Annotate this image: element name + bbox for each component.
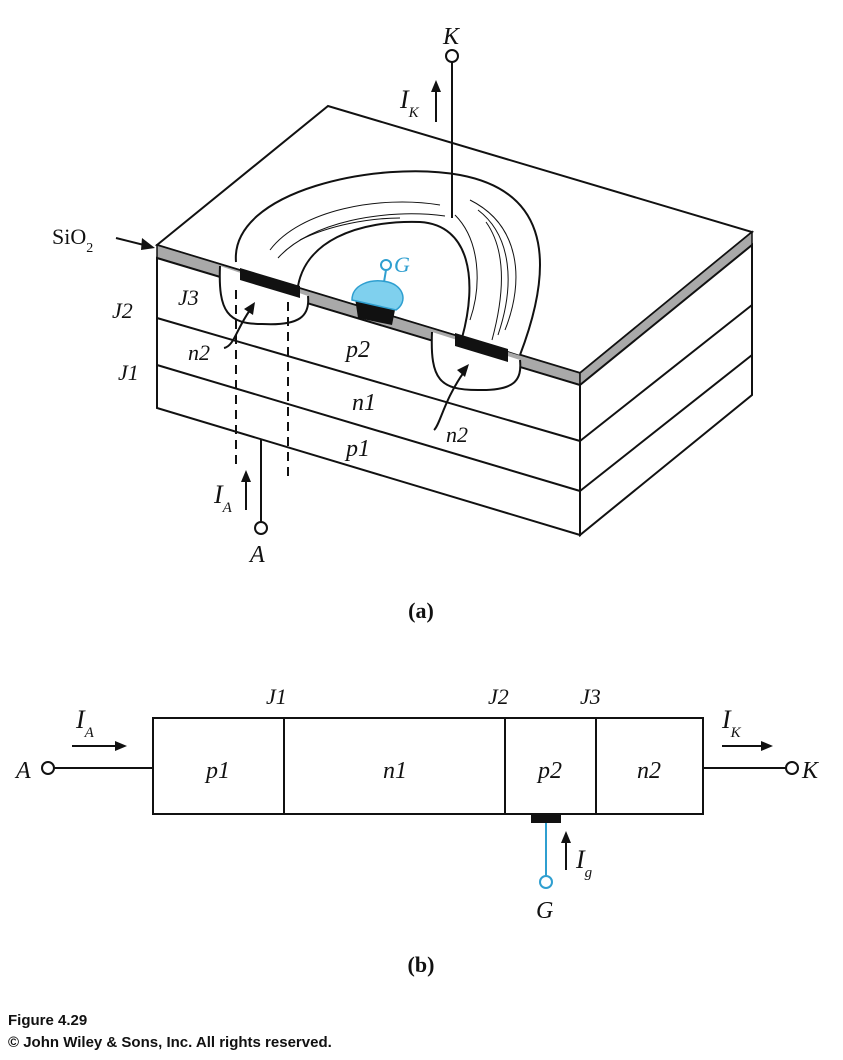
anode-terminal-b [41, 761, 55, 775]
region-n2-left-label: n2 [188, 340, 210, 365]
junction-j2-label: J2 [112, 298, 133, 323]
ia-arrow-head-b [115, 741, 127, 751]
terminal-a-label-b: A [14, 758, 31, 784]
gate-label-b: G [536, 898, 553, 924]
n2-right-pointer-head [457, 364, 469, 377]
block-right-face [579, 242, 753, 538]
cathode-terminal-b [785, 761, 799, 775]
ia-arrow-head [241, 470, 251, 482]
contact-left [240, 268, 300, 298]
figure-a-structure: K IK SiO2 G J3 J2 J1 n2 p2 n1 p1 n2 IA A… [52, 24, 755, 623]
n2-right-pocket [430, 331, 522, 392]
junction-j2-label-b: J2 [488, 684, 509, 709]
device-bar [152, 717, 704, 815]
terminal-k-label: K [442, 24, 461, 50]
side-layer-line-1 [579, 304, 753, 442]
n2-left-pointer-head [244, 302, 255, 315]
ig-arrow-head-b [561, 831, 571, 843]
current-ia-label-b: IA [75, 705, 95, 741]
gate-contact-b [531, 814, 561, 823]
region-p1-label: p1 [344, 436, 370, 462]
region-n2-right-label: n2 [446, 422, 468, 447]
gate-terminal-b [539, 875, 553, 889]
metal-hatching [269, 199, 517, 341]
region-n1-label-b: n1 [383, 758, 407, 784]
terminal-k-label-b: K [801, 758, 820, 784]
gate-terminal-circle [380, 259, 392, 271]
region-p1-label-b: p1 [204, 758, 230, 784]
terminal-a-label: A [248, 542, 265, 568]
contact-right [455, 333, 508, 362]
current-ig-label-b: Ig [575, 845, 593, 881]
contact-center [355, 298, 395, 325]
figure-b-schematic: A IA J1 J2 J3 p1 n1 p2 n2 IK K Ig G (b) [14, 684, 820, 977]
copyright-notice: © John Wiley & Sons, Inc. All rights res… [8, 1034, 332, 1051]
figure-b-caption: (b) [408, 952, 435, 977]
junction-j1-label-b: J1 [266, 684, 287, 709]
junction-j1-label: J1 [118, 360, 139, 385]
cathode-metal-inner [296, 220, 471, 339]
j2-layer-line [156, 317, 581, 442]
gate-label-a: G [394, 252, 410, 277]
n2-right-pointer [433, 371, 465, 431]
side-layer-line-2 [579, 354, 753, 492]
anode-terminal-circle [254, 521, 268, 535]
junction-j3-label-b: J3 [580, 684, 601, 709]
cathode-terminal-circle [445, 49, 459, 63]
current-ia-label: IA [213, 480, 233, 516]
region-p2-label-b: p2 [536, 758, 562, 784]
ik-arrow-head-b [761, 741, 773, 751]
oxide-label: SiO2 [52, 224, 93, 256]
junction-j3-label: J3 [178, 285, 199, 310]
region-p2-label: p2 [344, 337, 370, 363]
gate-contact-blob [351, 280, 404, 311]
figure-a-caption: (a) [408, 598, 434, 623]
region-n1-label: n1 [352, 390, 376, 416]
ik-arrow-head [431, 80, 441, 92]
j1-layer-line [156, 364, 581, 492]
sio2-pointer-head [141, 238, 155, 250]
current-ik-label-b: IK [721, 705, 742, 741]
region-n2-label-b: n2 [637, 758, 661, 784]
current-ik-label: IK [399, 85, 420, 121]
gate-lead [383, 269, 387, 283]
figure-number: Figure 4.29 [8, 1012, 88, 1029]
